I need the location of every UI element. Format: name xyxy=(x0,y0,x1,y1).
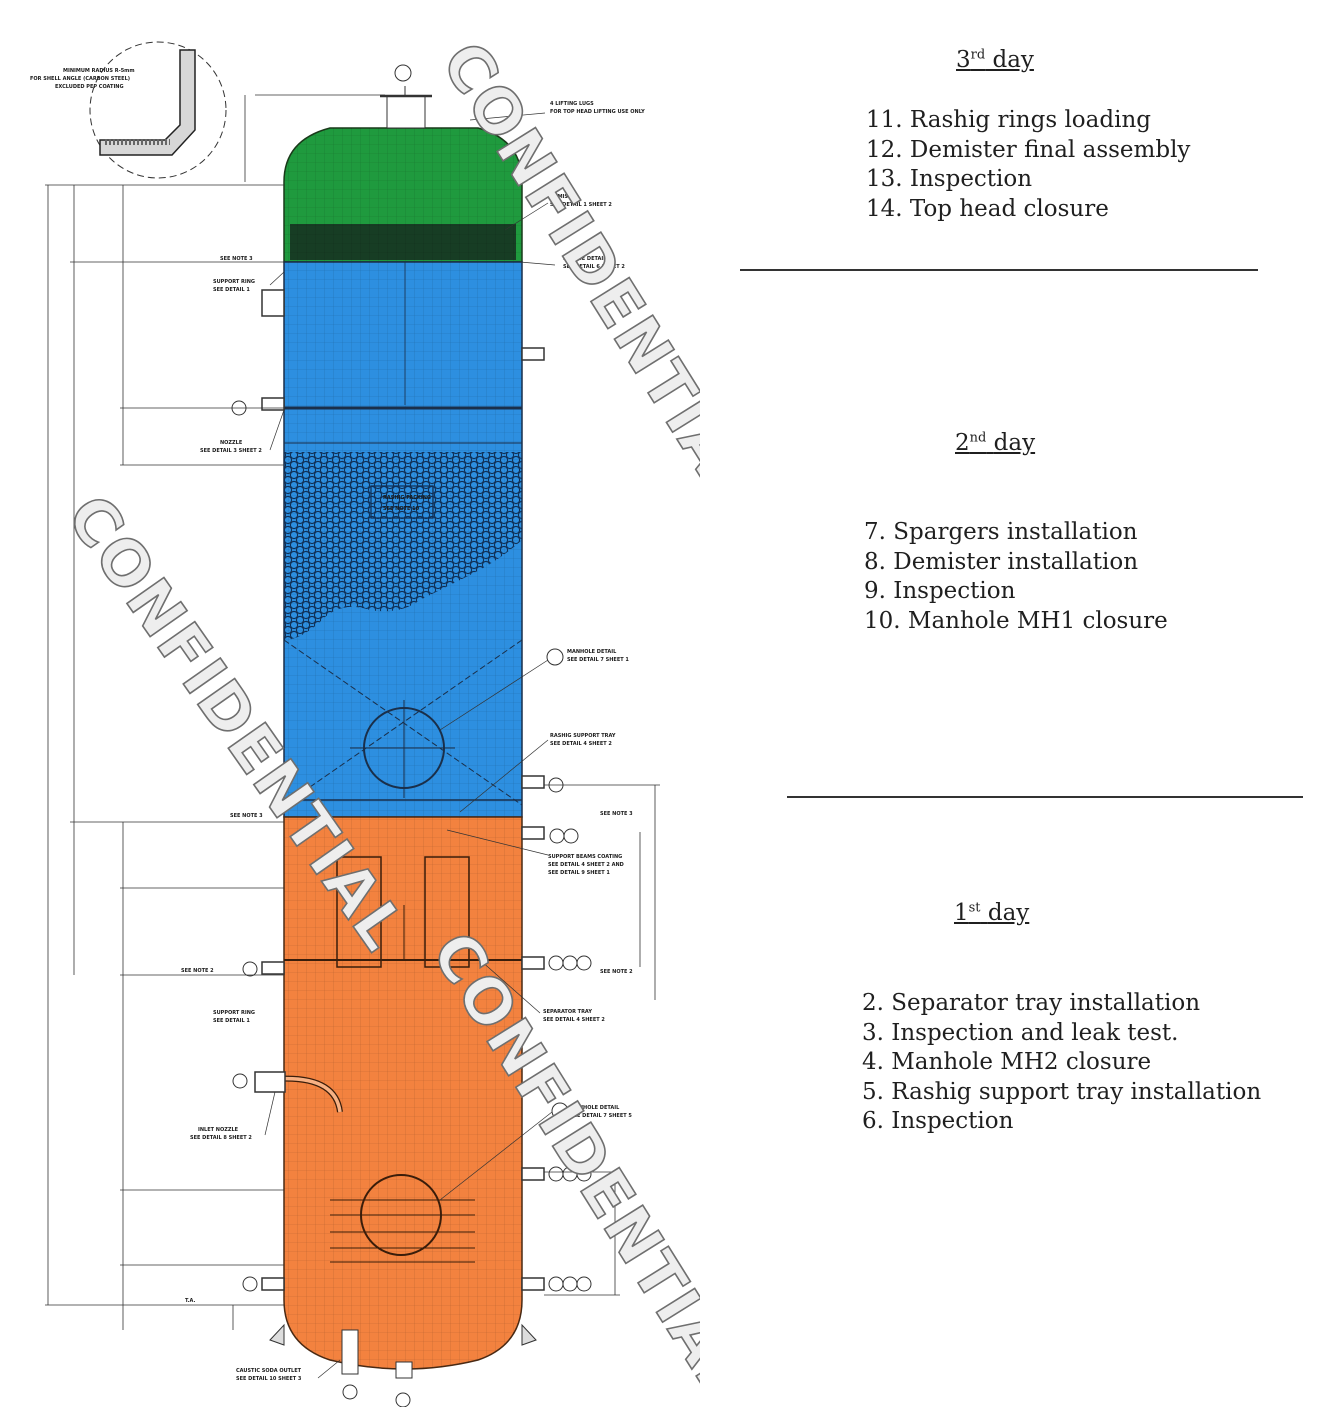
task-item: 3. Inspection and leak test. xyxy=(862,1019,1179,1046)
caustic-note: CAUSTIC SODA OUTLET xyxy=(236,1368,302,1374)
upper-shell-section: RASHIG PACKING SEE NOTE 10 xyxy=(283,261,523,818)
caustic-note-2: SEE DETAIL 10 SHEET 3 xyxy=(236,1376,302,1382)
support-ring-note-2: SEE DETAIL 1 xyxy=(213,287,250,293)
corner-detail: MINIMUM RADIUS R-5mm FOR SHELL ANGLE (CA… xyxy=(30,41,227,179)
support-ring-note-b: SUPPORT RING xyxy=(213,1010,255,1016)
rs-tray-note-2: SEE DETAIL 4 SHEET 2 xyxy=(550,741,612,747)
day1-task-list: 2. Separator tray installation 3. Inspec… xyxy=(862,989,1261,1137)
support-beams-note-2: SEE DETAIL 4 SHEET 2 AND xyxy=(548,862,624,868)
support-beams-note: SUPPORT BEAMS COATING xyxy=(548,854,622,860)
see-note2-right: SEE NOTE 2 xyxy=(600,969,633,975)
manhole2-note: MANHOLE DETAIL xyxy=(570,1105,620,1111)
day2-task-list: 7. Spargers installation 8. Demister ins… xyxy=(864,518,1168,636)
nozzle-note: NOZZLE xyxy=(220,440,243,446)
inlet-note: INLET NOZZLE xyxy=(198,1127,239,1133)
day3-word: day xyxy=(992,47,1034,73)
divider-day3 xyxy=(740,269,1258,271)
task-item: 5. Rashig support tray installation xyxy=(862,1078,1262,1105)
corner-note-1: MINIMUM RADIUS R-5mm xyxy=(63,68,135,74)
nozzles xyxy=(254,289,545,1291)
ta-label: T.A. xyxy=(185,1298,196,1304)
task-item: 2. Separator tray installation xyxy=(862,990,1201,1016)
corner-note-3: EXCLUDED PEP COATING xyxy=(55,84,124,90)
nozzle-tags xyxy=(231,64,592,1407)
manhole1-note-2: SEE DETAIL 7 SHEET 1 xyxy=(567,657,629,663)
task-item: 6. Inspection xyxy=(862,1108,1014,1134)
demister-note: DEMISTER xyxy=(550,194,579,200)
task-item: 14. Top head closure xyxy=(866,195,1109,222)
day1-title: 1st day xyxy=(954,900,1029,926)
day3-task-list: 11. Rashig rings loading 12. Demister fi… xyxy=(866,106,1190,224)
day2-word: day xyxy=(993,430,1036,456)
vessel-drawing: RASHIG PACKING SEE NOTE 10 xyxy=(30,28,700,1407)
annotations: 4 LIFTING LUGS FOR TOP HEAD LIFTING USE … xyxy=(181,101,645,1382)
sep-tray-note-2: SEE DETAIL 4 SHEET 2 xyxy=(543,1017,605,1023)
day2-title: 2nd day xyxy=(955,430,1035,456)
task-item: 11. Rashig rings loading xyxy=(866,107,1151,133)
rs-tray-note: RASHIG SUPPORT TRAY xyxy=(550,733,616,739)
manhole2-note-2: SEE DETAIL 7 SHEET 5 xyxy=(570,1113,632,1119)
sep-tray-note: SEPARATOR TRAY xyxy=(543,1009,592,1015)
support-ring-note-b2: SEE DETAIL 1 xyxy=(213,1018,250,1024)
day1-number: 1 xyxy=(954,900,969,926)
day1-suffix: st xyxy=(968,900,981,916)
packing-label: RASHIG PACKING xyxy=(383,495,431,501)
day2-number: 2 xyxy=(955,430,970,456)
see-note3-right: SEE NOTE 3 xyxy=(600,811,633,817)
day3-suffix: rd xyxy=(970,47,986,63)
lifting-note: 4 LIFTING LUGS xyxy=(550,101,594,107)
lower-shell-section xyxy=(264,816,523,1379)
see-note2-left: SEE NOTE 2 xyxy=(181,968,214,974)
dimension-lines xyxy=(45,94,660,1330)
task-item: 8. Demister installation xyxy=(864,548,1139,575)
day3-title: 3rd day xyxy=(956,47,1034,73)
manhole1-note: MANHOLE DETAIL xyxy=(567,649,617,655)
leader-lines xyxy=(264,112,556,1379)
task-item: 7. Spargers installation xyxy=(864,519,1138,545)
see-note3-left: SEE NOTE 3 xyxy=(220,256,253,262)
packing-note: SEE NOTE 10 xyxy=(383,506,420,512)
task-item: 10. Manhole MH1 closure xyxy=(864,607,1168,634)
support-ring-note: SUPPORT RING xyxy=(213,279,255,285)
see-note3-mid: SEE NOTE 3 xyxy=(230,813,263,819)
vessel-supports xyxy=(269,1323,537,1346)
support-beams-note-3: SEE DETAIL 9 SHEET 1 xyxy=(548,870,610,876)
day1-word: day xyxy=(987,900,1030,926)
inlet-note-2: SEE DETAIL 8 SHEET 2 xyxy=(190,1135,252,1141)
day3-number: 3 xyxy=(956,47,971,73)
task-item: 13. Inspection xyxy=(866,166,1033,192)
flange-note-2: SEE DETAIL 6 SHEET 2 xyxy=(563,264,625,270)
day2-suffix: nd xyxy=(969,430,987,446)
flange-note: FLANGE DETAIL xyxy=(563,256,607,262)
lifting-note-2: FOR TOP HEAD LIFTING USE ONLY xyxy=(550,109,645,115)
divider-day2 xyxy=(787,796,1303,798)
task-item: 4. Manhole MH2 closure xyxy=(862,1049,1152,1075)
task-item: 9. Inspection xyxy=(864,578,1016,604)
corner-note-2: FOR SHELL ANGLE (CARBON STEEL) xyxy=(30,76,130,82)
nozzle-note-2: SEE DETAIL 3 SHEET 2 xyxy=(200,448,262,454)
top-head-section xyxy=(283,86,523,263)
task-item: 12. Demister final assembly xyxy=(866,136,1191,163)
demister-note-2: SEE DETAIL 1 SHEET 2 xyxy=(550,202,612,208)
